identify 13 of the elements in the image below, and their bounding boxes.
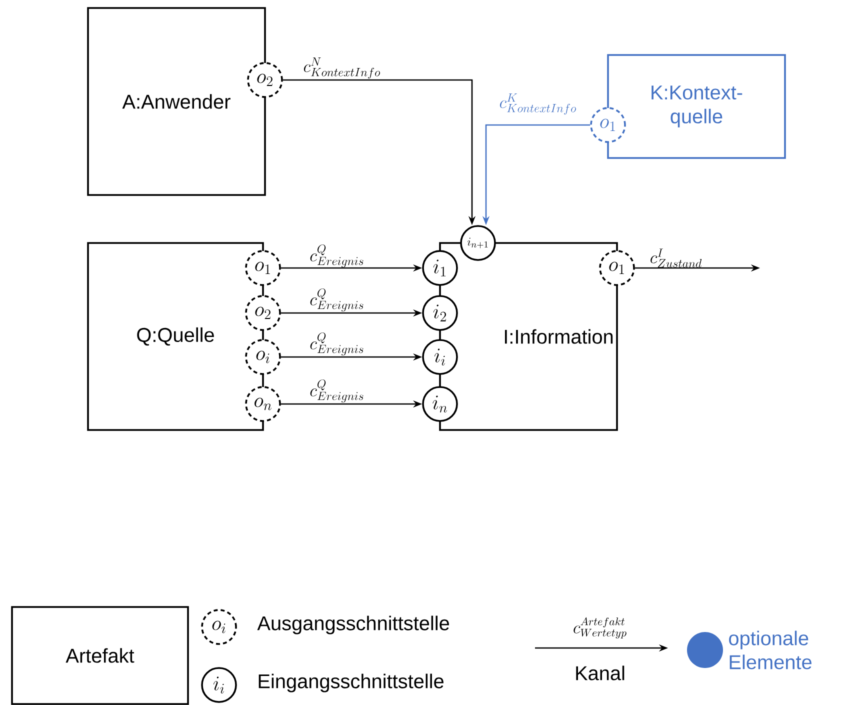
edge-label: $c^{I}_{Zustand}$	[650, 248, 702, 268]
edge-label: $c^{Q}_{Ereignis}$	[310, 332, 364, 356]
legend-text: Kanal	[576, 666, 624, 680]
edge-label: $c^{Q}_{Ereignis}$	[310, 379, 364, 402]
channel-label: $c^{Artefakt}_{Wertetyp}$	[574, 617, 626, 639]
legend-text: optionale Elemente	[729, 630, 812, 670]
edge-label: $c^{Q}_{Ereignis}$	[310, 244, 364, 268]
legend-text: Eingangsschnittstelle	[258, 674, 444, 692]
legend-text: Ausgangsschnittstelle	[257, 616, 449, 634]
artefact-box: Artefakt	[11, 606, 189, 705]
edge-label: $c^{Q}_{Ereignis}$	[310, 288, 364, 312]
edge-label: $c^{K}_{KontextInfo}$	[500, 94, 576, 115]
edge-label: $c^{N}_{KontextInfo}$	[304, 58, 380, 79]
